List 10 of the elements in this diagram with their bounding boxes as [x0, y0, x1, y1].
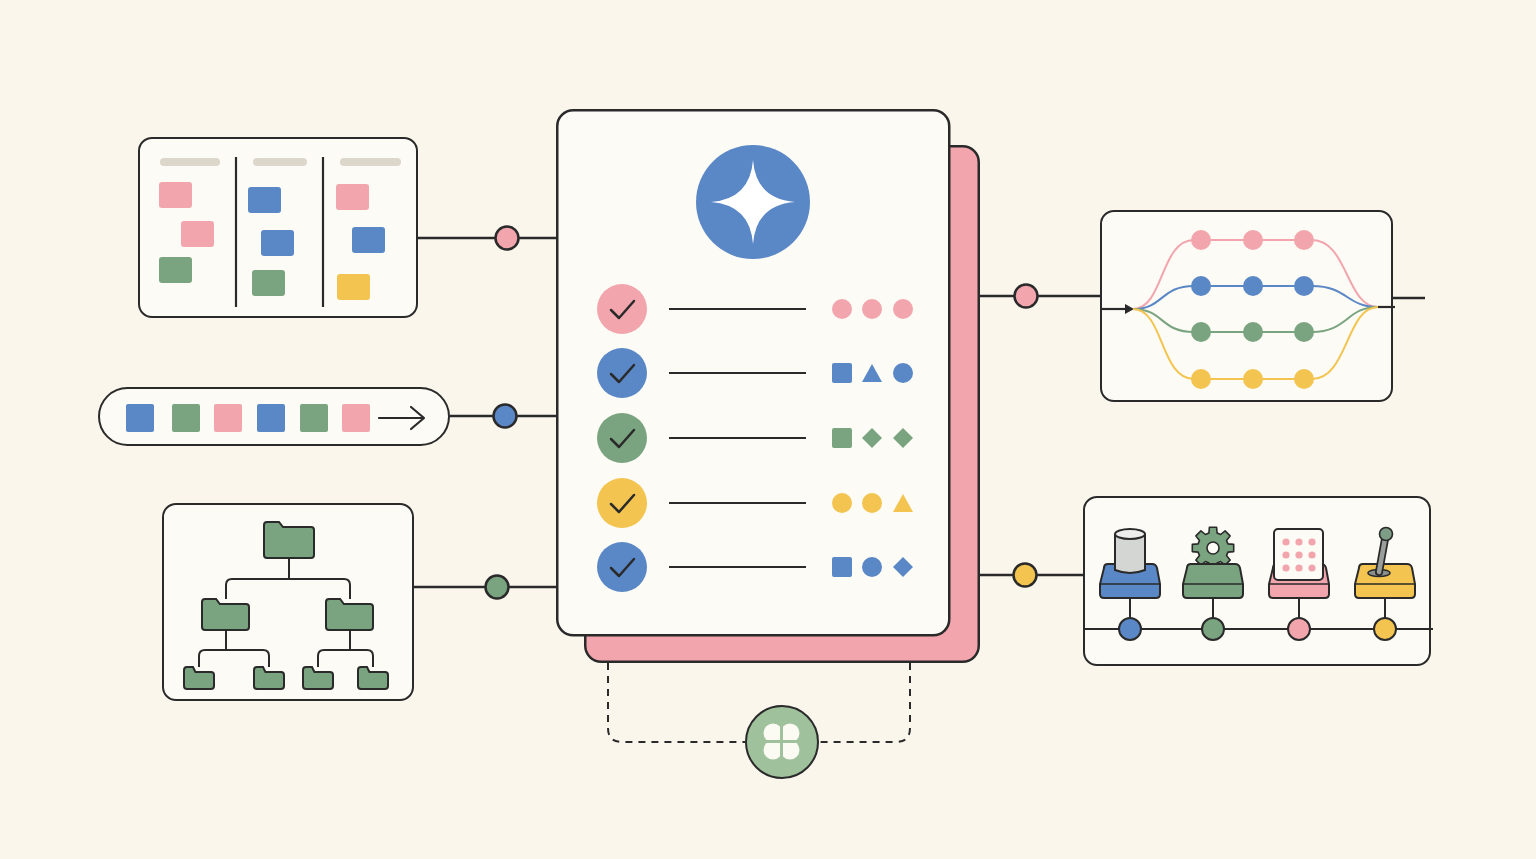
dashed-connector — [607, 662, 746, 743]
connector-line — [1393, 296, 1425, 300]
connector-line — [418, 236, 556, 240]
connector-line — [450, 414, 556, 418]
checklist-card — [556, 109, 980, 663]
folder-tree-panel — [162, 503, 414, 701]
connector-line — [414, 585, 556, 589]
dashed-connector — [818, 662, 911, 743]
connector-line — [980, 573, 1083, 577]
connector-line — [980, 294, 1100, 298]
